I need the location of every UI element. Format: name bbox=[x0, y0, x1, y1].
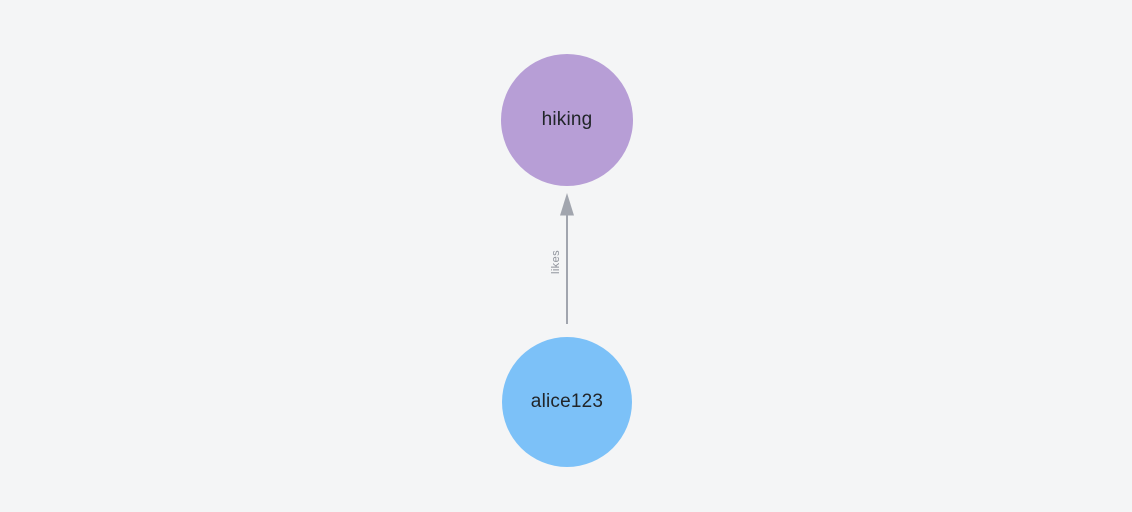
node-alice123[interactable]: alice123 bbox=[502, 337, 632, 467]
arrowhead-up-icon[interactable] bbox=[560, 193, 574, 216]
node-alice123-label: alice123 bbox=[530, 391, 604, 412]
node-hiking-label: hiking bbox=[541, 109, 593, 130]
node-hiking[interactable]: hiking bbox=[501, 54, 633, 186]
edge-label-likes[interactable]: likes bbox=[550, 249, 562, 275]
